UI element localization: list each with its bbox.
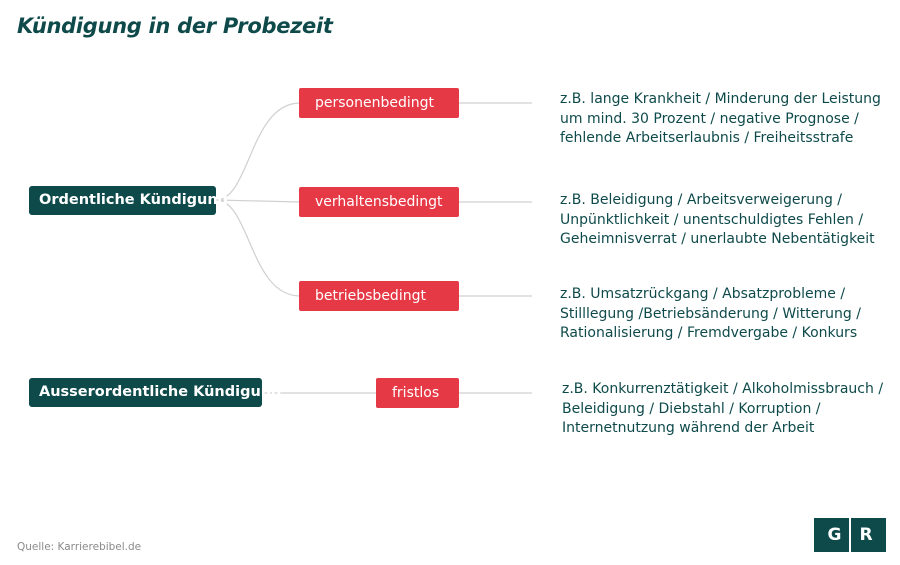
example-line: z.B. Umsatzrückgang / Absatzprobleme / <box>560 286 846 302</box>
example-line: Internetnutzung während der Arbeit <box>562 420 815 436</box>
example-line: Beleidigung / Diebstahl / Korruption / <box>562 400 821 417</box>
connector-betriebsbedingt <box>215 199 301 297</box>
example-line: um mind. 30 Prozent / negative Prognose … <box>560 110 859 127</box>
example-line: Unpünktlichkeit / unentschuldigtes Fehle… <box>560 211 864 228</box>
examples-verhaltensbedingt: z.B. Beleidigung / Arbeitsverweigerung /… <box>560 191 875 250</box>
gr-logo: G R <box>814 518 886 552</box>
examples-personenbedingt: z.B. lange Krankheit / Minderung der Lei… <box>560 90 881 149</box>
node-betriebsbedingt: betriebsbedingt <box>299 281 459 311</box>
node-verhaltensbedingt: verhaltensbedingt <box>299 187 459 217</box>
connector-verhaltensbedingt <box>215 199 301 203</box>
logo-letter-g: G <box>827 525 842 545</box>
examples-betriebsbedingt: z.B. Umsatzrückgang / Absatzprobleme / S… <box>560 285 861 344</box>
example-line: z.B. Beleidigung / Arbeitsverweigerung / <box>560 192 842 208</box>
node-fristlos: fristlos <box>376 378 459 408</box>
node-personenbedingt: personenbedingt <box>299 88 459 118</box>
connector-personenbedingt <box>215 102 301 201</box>
example-line: Rationalisierung / Fremdvergabe / Konkur… <box>560 325 858 341</box>
example-line: fehlende Arbeitserlaubnis / Freiheitsstr… <box>560 130 854 146</box>
source-credit: Quelle: Karrierebibel.de <box>17 541 142 553</box>
example-line: z.B. Konkurrenztätigkeit / Alkoholmissbr… <box>562 381 884 397</box>
examples-fristlos: z.B. Konkurrenztätigkeit / Alkoholmissbr… <box>562 380 883 439</box>
logo-divider <box>849 518 852 552</box>
example-line: z.B. lange Krankheit / Minderung der Lei… <box>560 91 881 107</box>
example-line: Stilllegung /Betriebsänderung / Witterun… <box>560 305 861 322</box>
node-ordentliche-kuendigung: Ordentliche Kündigung <box>29 186 228 215</box>
node-ausserordentliche-kuendigung: Ausserordentliche Kündigung <box>29 378 282 407</box>
page-title: Kündigung in der Probezeit <box>17 14 333 38</box>
logo-letter-r: R <box>859 525 873 545</box>
example-line: Geheimnisverrat / unerlaubte Nebentätigk… <box>560 231 875 247</box>
